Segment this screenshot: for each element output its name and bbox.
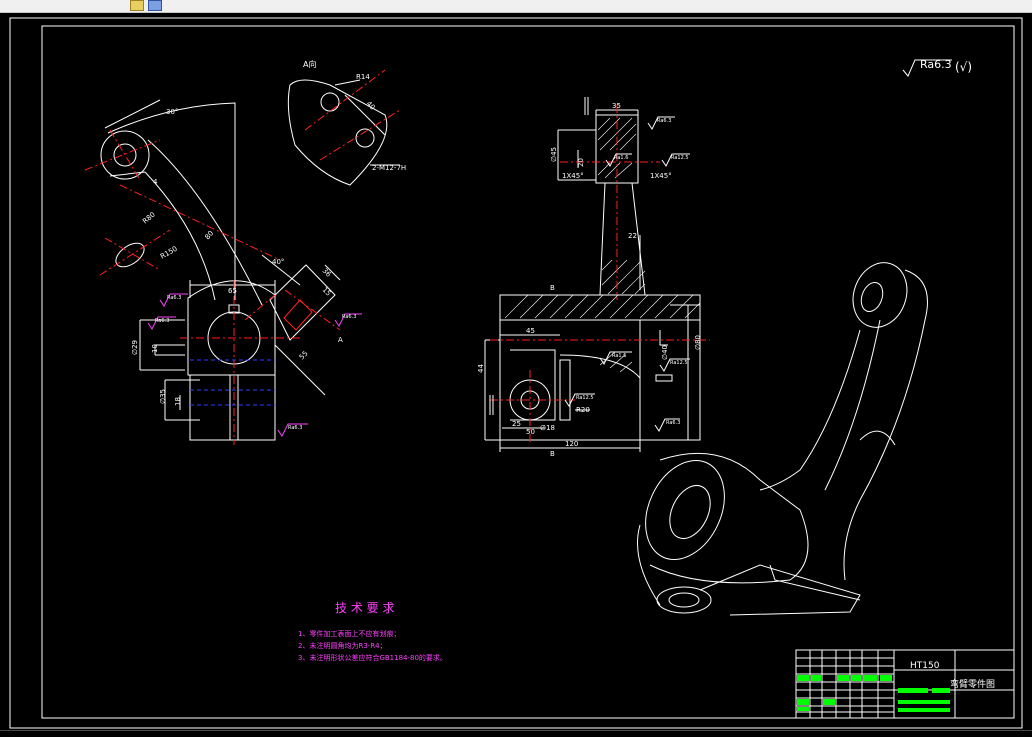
- side-view-ra-marks: [564, 116, 690, 432]
- aux-view-outline: [287, 79, 388, 186]
- sv-ra-2: Ra1.6: [614, 155, 628, 161]
- status-strip: [0, 730, 1032, 737]
- side-view-ra-labels: Ra6.3 Ra1.6 Ra12.5 Ra1.6 Ra12.5 Ra12.5 R…: [576, 118, 689, 426]
- toolbar-icon-save[interactable]: [148, 0, 162, 11]
- sv-dim-b-bottom: B: [550, 450, 555, 458]
- sv-ra-4: Ra1.6: [612, 353, 626, 359]
- toolbar-strip: [0, 0, 1032, 13]
- iso-arm-outer: [843, 269, 928, 581]
- iso-hub-bore: [669, 485, 711, 539]
- fv-dim-30: 30°: [166, 108, 178, 116]
- fv-dim-a: A: [338, 336, 343, 344]
- sheet-inner-border: [41, 25, 1015, 719]
- fv-dim-65: 65: [228, 287, 237, 295]
- title-block-material: HT150: [910, 661, 940, 671]
- sv-ra-1: Ra6.3: [657, 118, 671, 124]
- iso-lug-boss: [656, 586, 712, 614]
- fv-dim-r80: R80: [141, 211, 157, 226]
- sv-dim-25: 25: [512, 420, 521, 428]
- fv-dim-18: 18: [174, 397, 182, 406]
- upper-boss-hole: [113, 143, 137, 167]
- side-lug: [269, 264, 336, 341]
- side-view-dimensions: 35 ∅45 20 1X45° 1X45° 22 B 45 ∅40 ∅80 44…: [477, 102, 702, 458]
- oval-slot: [115, 242, 145, 268]
- hub-body: [499, 294, 701, 321]
- sv-dim-35: 35: [612, 102, 621, 110]
- sv-dim-chamfer-1: 1X45°: [562, 172, 584, 180]
- sv-dim-45: ∅45: [550, 147, 558, 162]
- front-view: [100, 99, 341, 441]
- sv-ra-6: Ra12.5: [576, 395, 594, 401]
- tech-req-item-3: 3、未注明形状公差应符合GB1184-80的要求。: [298, 653, 447, 662]
- sv-dim-b-top: B: [550, 284, 555, 292]
- toolbar-icon-open[interactable]: [130, 0, 144, 11]
- aux-dim-thread: 2-M12-7H: [372, 164, 406, 172]
- tech-req-title: 技 术 要 求: [335, 601, 394, 615]
- side-view-centerlines: [490, 105, 710, 445]
- fv-ra-2: Ra6.3: [155, 318, 169, 324]
- sv-ra-3: Ra12.5: [671, 155, 689, 161]
- side-view-hatching: [504, 117, 701, 373]
- title-block-part-name: 弯臂零件图: [950, 678, 995, 690]
- fv-dim-15: 15: [321, 286, 333, 298]
- aux-hole-2: [355, 128, 375, 148]
- fv-dim-35: ∅35: [159, 389, 167, 404]
- aux-dim-r14: R14: [356, 73, 370, 81]
- sv-dim-44: 44: [477, 364, 485, 373]
- sv-dim-r20: R20: [576, 406, 590, 414]
- main-hub-outline: [187, 280, 276, 376]
- sv-dim-80: ∅80: [694, 335, 702, 350]
- fv-ra-1: Ra6.3: [167, 295, 181, 301]
- front-view-hidden: [190, 359, 275, 406]
- sv-dim-18: ∅18: [540, 424, 555, 432]
- sv-dim-chamfer-2: 1X45°: [650, 172, 672, 180]
- fv-ra-4: Ra6.3: [288, 425, 302, 431]
- aux-dim-40: 40: [365, 100, 377, 112]
- sv-dim-50: 50: [526, 428, 535, 436]
- sv-dim-22: 22: [628, 232, 637, 240]
- iso-top-hole: [860, 281, 884, 313]
- iso-arm-inner: [759, 329, 861, 491]
- top-boss: [595, 114, 639, 184]
- fv-dim-36: 36: [321, 267, 333, 279]
- aux-view-centerlines: [304, 69, 401, 161]
- sheet-outer-border: [9, 17, 1023, 729]
- surface-finish-note: [902, 59, 952, 77]
- fv-dim-80: 80: [203, 229, 215, 241]
- surface-finish-label: Ra6.3: [920, 58, 952, 71]
- upper-boss-outer: [100, 130, 150, 180]
- arm-outer-curve: [107, 102, 236, 300]
- aux-view-title: A向: [303, 59, 316, 69]
- fv-ra-3: Ra6.3: [342, 314, 356, 320]
- fv-dim-4: 4: [153, 178, 158, 186]
- arm-neck: [599, 182, 646, 296]
- sv-ra-5: Ra12.5: [670, 360, 688, 366]
- sv-dim-120: 120: [565, 440, 578, 448]
- tech-req-item-2: 2、未注明圆角均为R3-R4；: [298, 641, 387, 650]
- isometric-view: [637, 262, 928, 616]
- tech-req-item-1: 1、零件加工表面上不应有划痕；: [298, 629, 400, 638]
- fv-dim-10: 10: [151, 344, 159, 353]
- title-block-fills: [797, 675, 950, 712]
- surface-finish-paren: (√): [955, 60, 972, 74]
- aux-view-dimensions: R14 40 2-M12-7H: [356, 73, 406, 172]
- sv-dim-20: 20: [577, 158, 585, 167]
- fv-dim-55: 55: [298, 349, 310, 361]
- drawing-canvas[interactable]: Ra6.3 (√): [0, 12, 1032, 730]
- arm-inner-curve: [144, 171, 216, 301]
- iso-hub-outer: [645, 459, 725, 561]
- iso-top-boss: [852, 262, 908, 328]
- sv-ra-7: Ra6.3: [666, 420, 680, 426]
- sv-dim-45h: 45: [526, 327, 535, 335]
- front-view-ra-marks: [147, 293, 362, 437]
- aux-view: [287, 79, 400, 186]
- aux-hole-1: [320, 92, 340, 112]
- front-view-dimensions: 30° 4 R80 R150 80 40° 65 36 15 55 ∅29 10…: [131, 108, 343, 406]
- side-view-markers: [489, 97, 673, 415]
- fv-dim-29: ∅29: [131, 340, 139, 355]
- fv-dim-r150: R150: [159, 245, 179, 261]
- sv-dim-40: ∅40: [661, 345, 669, 360]
- fv-dim-40deg: 40°: [272, 258, 284, 266]
- front-view-centerlines: [84, 129, 341, 445]
